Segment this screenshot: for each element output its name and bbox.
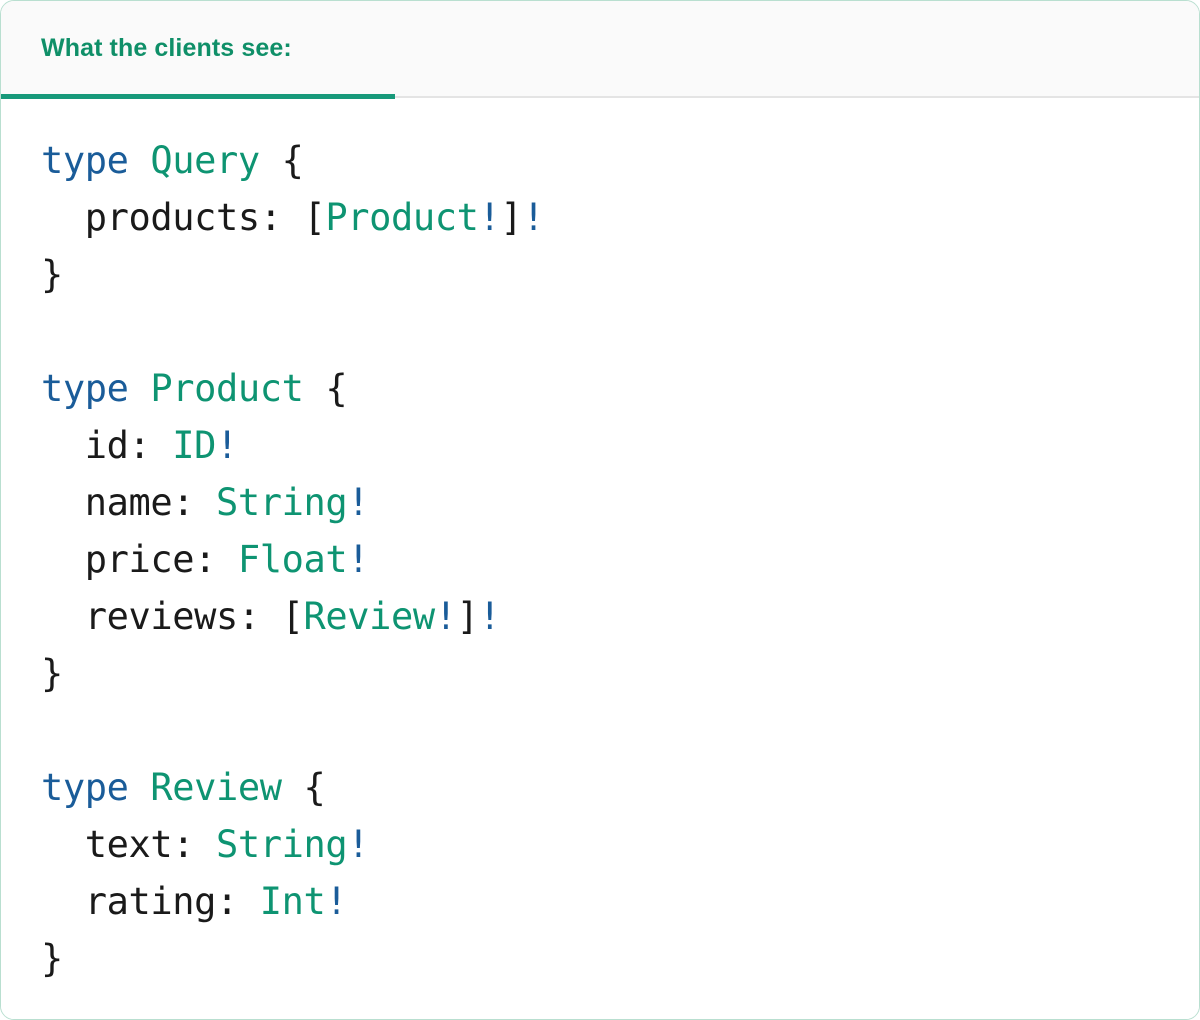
code-token-type: Review — [150, 766, 282, 809]
code-line — [41, 702, 1159, 759]
code-token-punctuation: id: — [41, 424, 173, 467]
code-token-non-null: ! — [347, 538, 370, 581]
code-line: } — [41, 246, 1159, 303]
code-token-non-null: ! — [347, 481, 370, 524]
code-token-punctuation: reviews: [ — [41, 595, 304, 638]
code-line: reviews: [Review!]! — [41, 588, 1159, 645]
code-line: type Product { — [41, 360, 1159, 417]
graphql-schema-code: type Query { products: [Product!]!} type… — [41, 132, 1159, 987]
code-token-punctuation: text: — [41, 823, 217, 866]
tab-bar: What the clients see: — [1, 1, 1199, 99]
code-token-punctuation — [129, 766, 151, 809]
code-token-type: Review — [303, 595, 436, 638]
code-token-punctuation — [129, 367, 151, 410]
code-line — [41, 303, 1159, 360]
code-line: products: [Product!]! — [41, 189, 1159, 246]
code-token-punctuation: price: — [41, 538, 238, 581]
code-token-type: Int — [259, 880, 326, 923]
code-content: type Query { products: [Product!]!} type… — [41, 132, 1159, 987]
code-token-punctuation: rating: — [41, 880, 260, 923]
code-token-punctuation: { — [281, 766, 326, 809]
code-token-type: String — [216, 481, 348, 524]
code-token-type: Float — [237, 538, 348, 581]
code-token-punctuation: } — [41, 253, 63, 296]
code-token-type: Query — [150, 139, 260, 182]
code-line: name: String! — [41, 474, 1159, 531]
code-token-keyword: type — [41, 367, 129, 410]
code-token-type: ID — [172, 424, 217, 467]
code-token-keyword: type — [41, 766, 129, 809]
code-token-punctuation: products: [ — [41, 196, 326, 239]
code-token-type: Product — [325, 196, 479, 239]
code-token-punctuation: name: — [41, 481, 217, 524]
code-token-non-null: ! — [347, 823, 370, 866]
code-token-non-null: ! — [478, 196, 501, 239]
code-line: } — [41, 645, 1159, 702]
code-token-punctuation: { — [303, 367, 348, 410]
code-line: price: Float! — [41, 531, 1159, 588]
code-token-punctuation: } — [41, 652, 63, 695]
code-token-punctuation: { — [259, 139, 304, 182]
code-token-non-null: ! — [522, 196, 545, 239]
code-line: text: String! — [41, 816, 1159, 873]
code-token-punctuation: } — [41, 937, 63, 980]
code-line: rating: Int! — [41, 873, 1159, 930]
code-token-punctuation: ] — [500, 196, 523, 239]
code-token-type: Product — [150, 367, 304, 410]
code-token-type: String — [216, 823, 348, 866]
tab-label: What the clients see: — [41, 34, 292, 62]
code-token-non-null: ! — [478, 595, 501, 638]
code-line: id: ID! — [41, 417, 1159, 474]
code-line: type Review { — [41, 759, 1159, 816]
code-line: type Query { — [41, 132, 1159, 189]
code-block: type Query { products: [Product!]!} type… — [1, 98, 1199, 1019]
tab-what-the-clients-see[interactable]: What the clients see: — [1, 1, 395, 99]
code-line: } — [41, 930, 1159, 987]
code-token-punctuation: ] — [456, 595, 479, 638]
code-token-non-null: ! — [325, 880, 348, 923]
code-token-non-null: ! — [434, 595, 457, 638]
code-token-keyword: type — [41, 139, 129, 182]
code-token-non-null: ! — [216, 424, 238, 467]
active-tab-indicator — [1, 94, 395, 99]
code-token-punctuation — [129, 139, 151, 182]
